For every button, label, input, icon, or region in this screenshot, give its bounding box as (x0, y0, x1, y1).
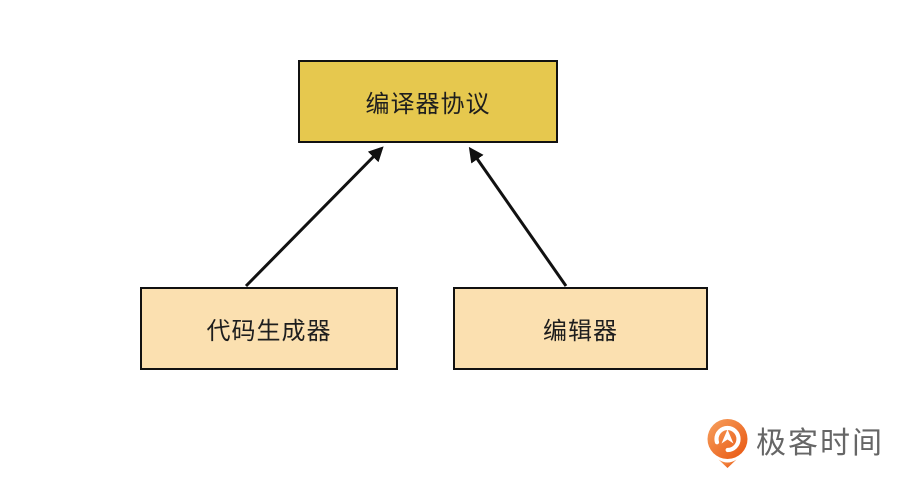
node-code-generator-label: 代码生成器 (206, 318, 332, 345)
node-compiler-protocol-label: 编译器协议 (365, 91, 491, 118)
node-editor-label: 编辑器 (543, 318, 618, 345)
geektime-logo: 极客时间 (706, 419, 884, 469)
edge-editor-to-protocol (468, 146, 568, 287)
node-code-generator: 代码生成器 (140, 287, 398, 370)
geektime-logo-text: 极客时间 (756, 427, 884, 460)
geektime-q-mark-icon (707, 419, 748, 468)
node-compiler-protocol: 编译器协议 (298, 60, 558, 143)
node-editor: 编辑器 (453, 287, 708, 370)
edge-codegen-to-protocol (244, 146, 384, 288)
